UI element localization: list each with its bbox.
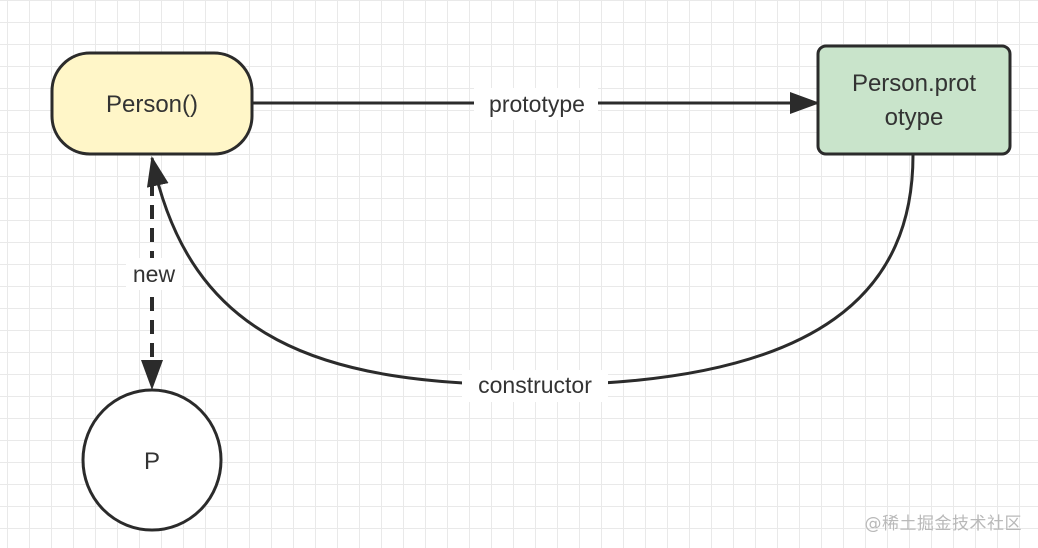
watermark-text: @稀土掘金技术社区: [864, 514, 1022, 534]
node-label-person-function: Person(): [106, 91, 198, 118]
node-label-person-prototype-line2: otype: [885, 104, 944, 131]
edge-label-constructor: constructor: [478, 372, 592, 398]
edge-new[interactable]: new: [126, 182, 182, 390]
edge-label-new: new: [133, 261, 176, 287]
node-label-instance-p: P: [144, 448, 160, 475]
edge-label-prototype: prototype: [489, 91, 585, 117]
node-instance-p[interactable]: P: [81, 388, 223, 532]
edge-prototype[interactable]: prototype: [253, 88, 820, 120]
edge-constructor[interactable]: constructor: [146, 154, 915, 402]
node-person-prototype[interactable]: Person.prot otype: [816, 44, 1012, 156]
node-person-function[interactable]: Person(): [50, 51, 254, 156]
node-label-person-prototype-line1: Person.prot: [852, 70, 976, 97]
